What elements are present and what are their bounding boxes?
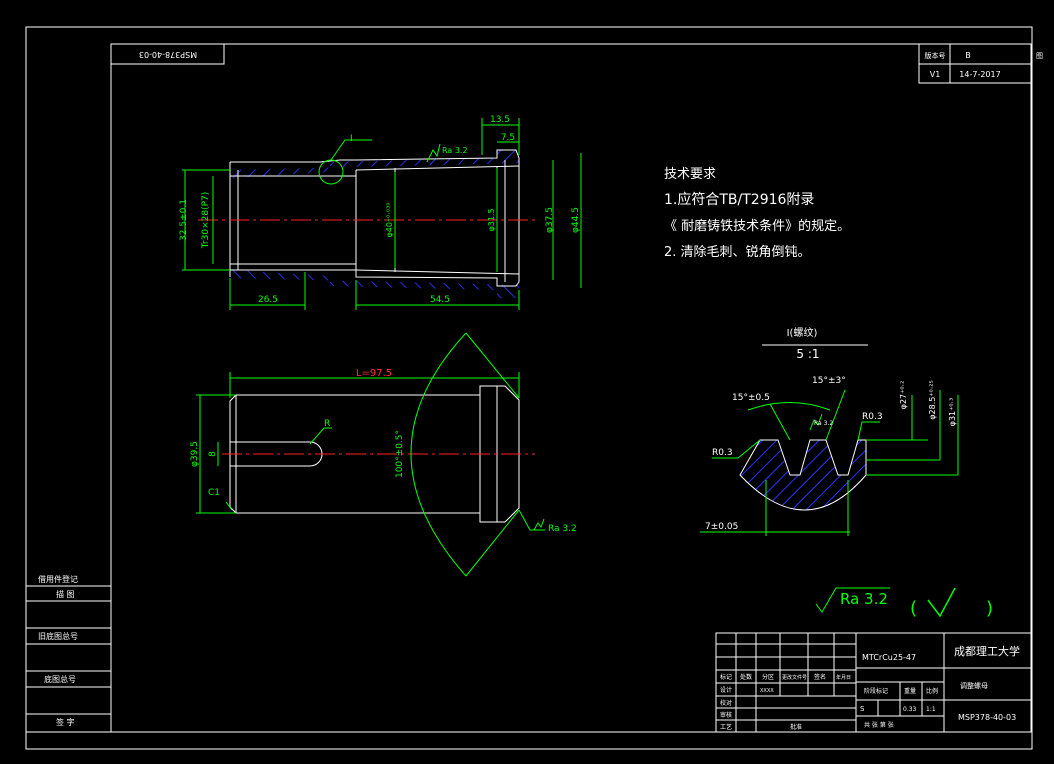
tech-title: 技术要求 xyxy=(664,167,716,182)
dia1: φ27⁺⁰·² xyxy=(899,381,908,410)
rough-2: Ra 3.2 xyxy=(548,524,577,534)
exterior-view xyxy=(222,385,535,523)
detail-scale: 5 :1 xyxy=(796,347,819,361)
angle-label: 100°±0.5° xyxy=(395,430,405,478)
left-row1: 借用件登记 xyxy=(38,574,78,584)
length-label: L=97.5 xyxy=(356,368,392,379)
h-doc: 更改文件号 xyxy=(782,674,807,681)
date: 14-7-2017 xyxy=(959,70,1000,79)
dim-left2: Tr30×28(P7) xyxy=(201,192,211,250)
tech-line2: 《 耐磨铸铁技术条件》的规定。 xyxy=(664,218,850,234)
dim-in3: φ44.5 xyxy=(571,207,581,233)
thread-dims xyxy=(700,389,959,536)
ang-top: 15°±3° xyxy=(812,376,846,386)
chamfer-label: C1 xyxy=(208,488,220,498)
left-row2: 描 图 xyxy=(56,589,75,599)
h-sign: 签名 xyxy=(814,673,826,681)
left-row4: 底图总号 xyxy=(44,674,76,684)
r-check: 校对 xyxy=(720,699,732,707)
general-roughness xyxy=(815,587,956,618)
dim-in1: φ31.5 xyxy=(487,208,496,231)
r-approve: 批准 xyxy=(790,723,802,731)
stage-label: 阶段标记 xyxy=(864,687,888,695)
dia-label: φ39.5 xyxy=(190,441,200,467)
stage-value: S xyxy=(860,705,865,713)
dim-top2: 7.5 xyxy=(501,133,515,143)
sheets: 共 张 第 张 xyxy=(864,721,894,729)
rev-value: B xyxy=(965,51,971,60)
drawing-frame xyxy=(25,26,1033,750)
slot-label: 8 xyxy=(208,451,218,457)
dim-left1: 32.5±0.1 xyxy=(179,199,189,241)
paren-close: ) xyxy=(986,598,993,619)
r-process: 工艺 xyxy=(720,723,732,731)
r-right: R0.3 xyxy=(862,412,883,422)
radius-label: R xyxy=(324,419,330,429)
title-block xyxy=(715,632,1032,733)
pitch: 7±0.05 xyxy=(705,522,738,532)
weight-value: 0.33 xyxy=(903,706,917,713)
h-zone: 分区 xyxy=(762,673,774,681)
roughness-general: Ra 3.2 xyxy=(840,590,888,608)
r-left: R0.3 xyxy=(712,448,733,458)
h-date: 年月日 xyxy=(836,674,851,681)
r-review: 审核 xyxy=(720,711,732,719)
version: V1 xyxy=(930,70,941,79)
h-count: 处数 xyxy=(740,673,752,681)
h-mark: 标记 xyxy=(720,673,732,681)
left-row5: 签 字 xyxy=(56,717,75,727)
part-name: 调整螺母 xyxy=(960,681,988,690)
dim-top1: 13.5 xyxy=(490,115,510,125)
scale-value: 1:1 xyxy=(926,706,936,713)
section-dims xyxy=(182,118,582,310)
detail-mark: I xyxy=(350,134,353,144)
section-view xyxy=(198,149,535,298)
corner-mark: 图 xyxy=(1036,52,1043,60)
r-designer: XXXX xyxy=(760,688,774,694)
dia3: φ31⁺⁰·³ xyxy=(948,398,957,427)
dia2: φ28.5⁺⁰·²⁵ xyxy=(928,380,937,419)
dim-in2: φ37.5 xyxy=(545,207,555,233)
paren-open: ( xyxy=(910,598,917,619)
dim-bot2: 54.5 xyxy=(430,295,450,305)
rough-1: Ra 3.2 xyxy=(442,146,468,155)
dim-mid: φ40⁺⁰·⁰³⁹ xyxy=(385,202,394,237)
weight-label: 重量 xyxy=(904,687,916,695)
rough-3: Ra 3.2 xyxy=(814,420,833,427)
company: 成都理工大学 xyxy=(954,644,1020,658)
dim-bot1: 26.5 xyxy=(258,295,278,305)
rev-label: 版本号 xyxy=(925,51,946,60)
detail-title: I(螺纹) xyxy=(787,326,818,339)
r-design: 设计 xyxy=(720,686,732,694)
code-box-text: MSP378-40-03 xyxy=(139,50,197,59)
exterior-dims xyxy=(196,332,545,577)
ang-left: 15°±0.5 xyxy=(732,393,770,403)
scale-label: 比例 xyxy=(926,687,938,695)
tech-line1: 1.应符合TB/T2916附录 xyxy=(664,191,814,208)
drawing-no: MSP378-40-03 xyxy=(958,713,1016,722)
material: MTCrCu25-47 xyxy=(862,653,916,662)
left-table xyxy=(25,585,112,733)
thread-detail xyxy=(739,439,867,511)
left-row3: 旧底图总号 xyxy=(38,631,78,641)
tech-line3: 2. 清除毛刺、锐角倒钝。 xyxy=(664,245,811,260)
